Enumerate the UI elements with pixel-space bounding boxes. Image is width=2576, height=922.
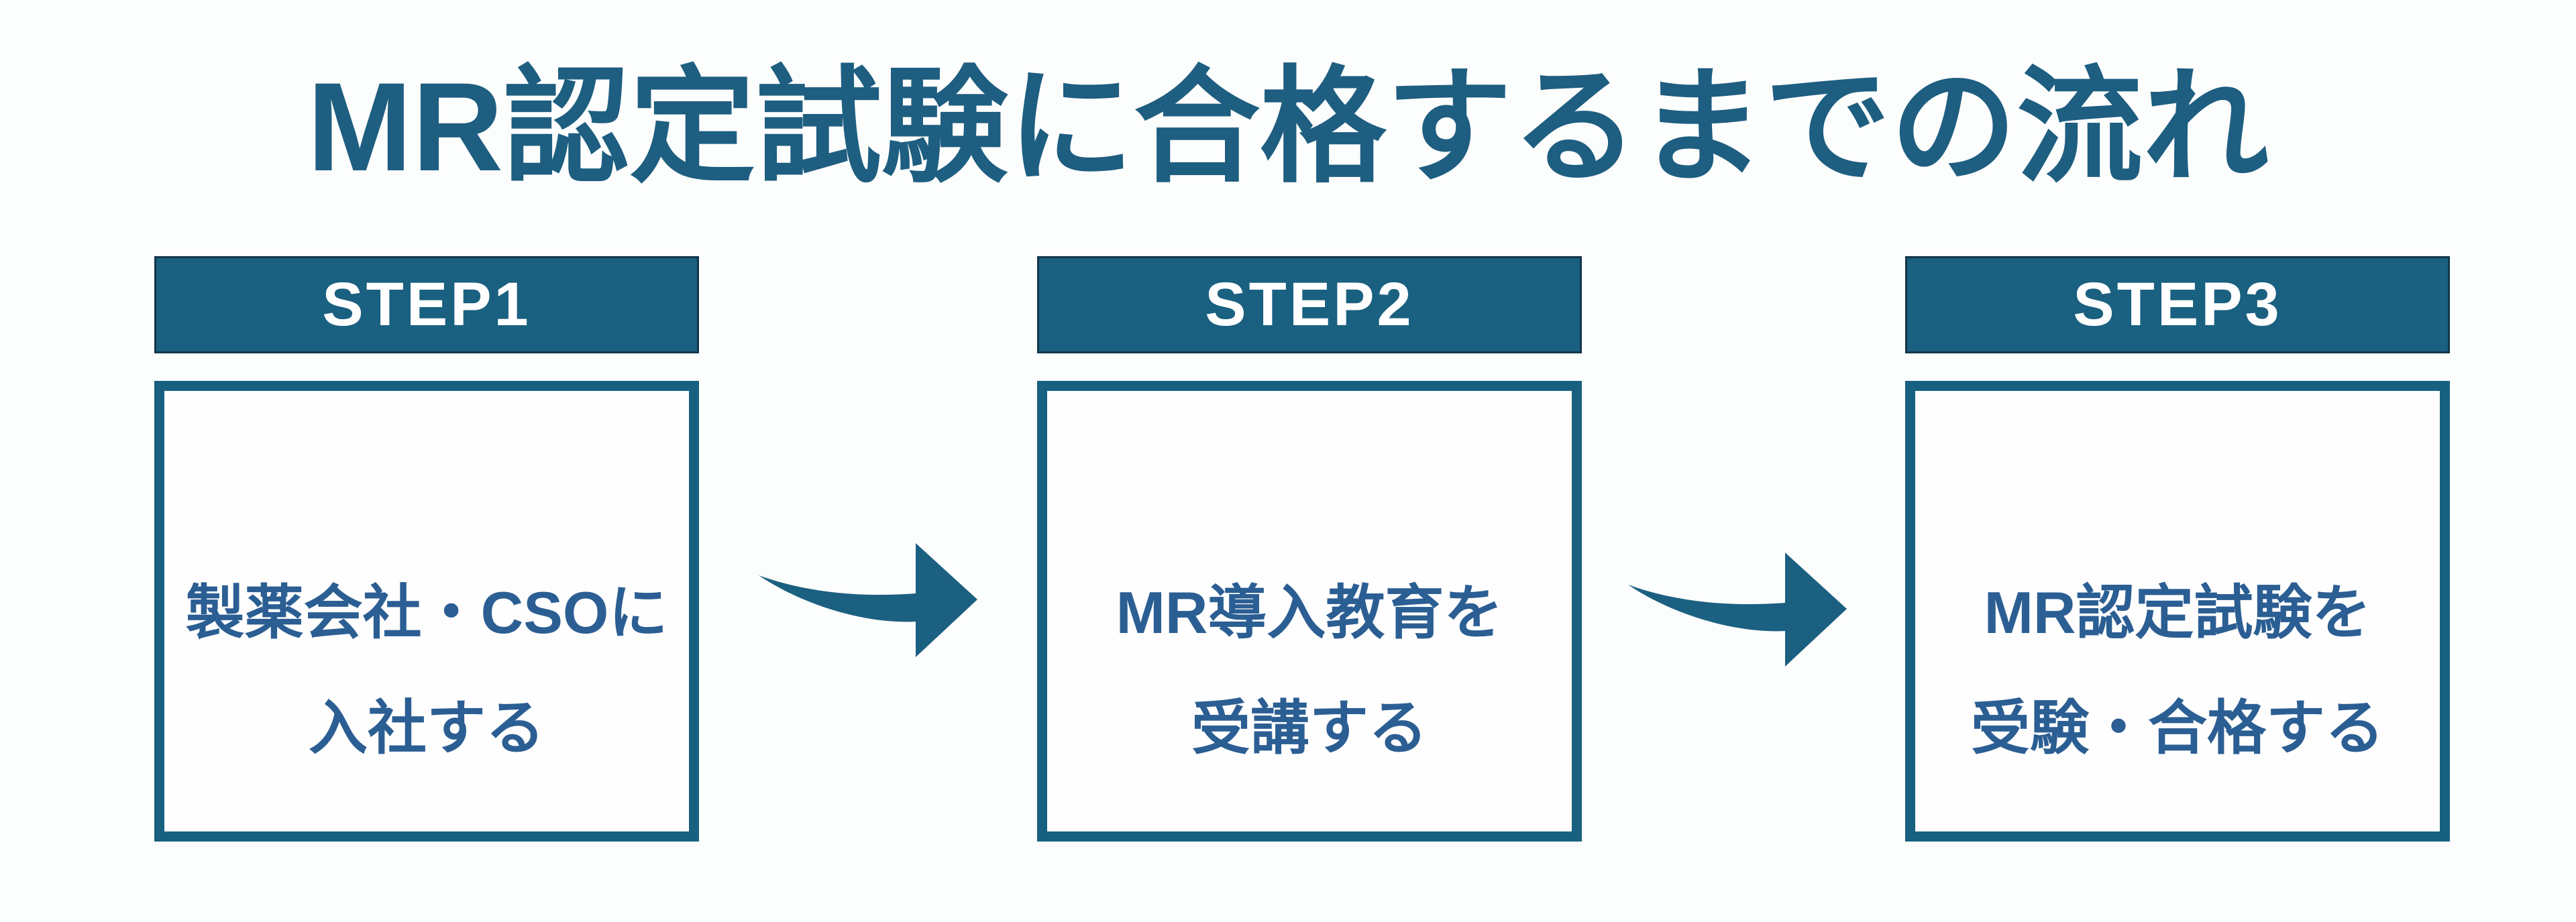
step3-line-2: 受験・合格する [1970, 694, 2384, 761]
step1-line-1: 製薬会社・CSOに [185, 579, 668, 646]
step-column-1: STEP1 製薬会社・CSOに 入社する [154, 256, 699, 842]
step3-header: STEP3 [1905, 256, 2450, 353]
step3-label: STEP3 [2073, 270, 2282, 339]
step2-line-2: 受講する [1191, 694, 1428, 761]
step2-header: STEP2 [1037, 256, 1582, 353]
step1-line-2: 入社する [308, 694, 545, 761]
step3-box: MR認定試験を 受験・合格する [1905, 381, 2450, 842]
step2-box: MR導入教育を 受講する [1037, 381, 1582, 842]
step2-text: MR導入教育を 受講する [1116, 555, 1503, 786]
page-title: MR認定試験に合格するまでの流れ [307, 56, 2269, 197]
flow-arrow-icon [1624, 544, 1851, 671]
step1-header: STEP1 [154, 256, 699, 353]
step1-label: STEP1 [322, 270, 531, 339]
flow-arrow-icon [755, 535, 981, 661]
step2-line-1: MR導入教育を [1116, 579, 1503, 646]
step2-label: STEP2 [1205, 270, 1414, 339]
step-column-3: STEP3 MR認定試験を 受験・合格する [1905, 256, 2450, 842]
step-column-2: STEP2 MR導入教育を 受講する [1037, 256, 1582, 842]
step3-line-1: MR認定試験を [1984, 579, 2371, 646]
step1-text: 製薬会社・CSOに 入社する [186, 555, 668, 786]
step3-text: MR認定試験を 受験・合格する [1971, 555, 2384, 786]
step1-box: 製薬会社・CSOに 入社する [154, 381, 699, 842]
